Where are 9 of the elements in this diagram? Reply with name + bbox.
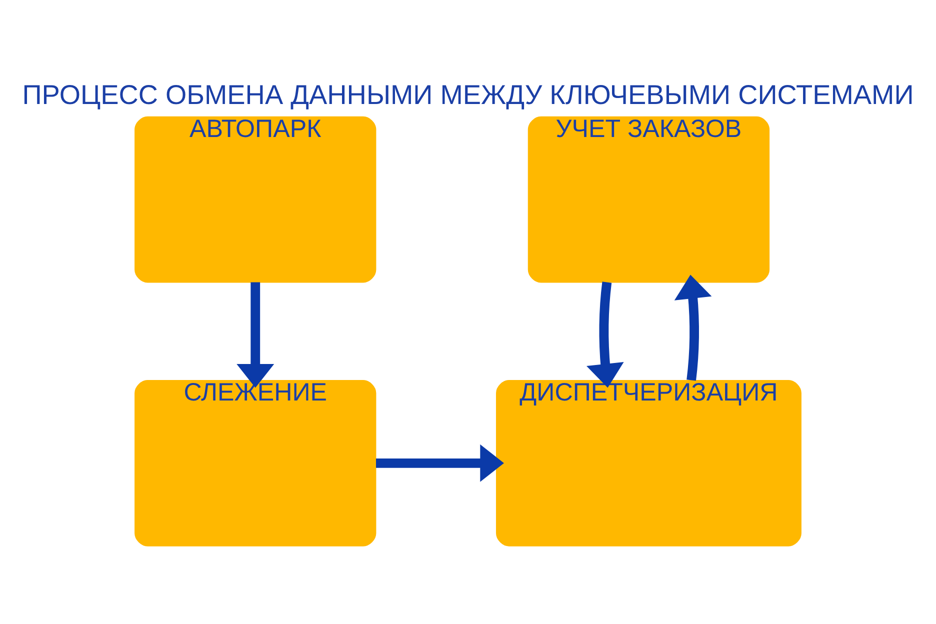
diagram-title: ПРОЦЕСС ОБМЕНА ДАННЫМИ МЕЖДУ КЛЮЧЕВЫМИ СИСТЕМАМИ bbox=[22, 79, 914, 110]
arrow bbox=[586, 282, 624, 388]
arrow bbox=[674, 274, 712, 381]
node-box: ДИСПЕТЧЕРИЗАЦИЯ bbox=[496, 380, 802, 546]
node-box: УЧЕТ ЗАКАЗОВ bbox=[528, 116, 770, 283]
arrow bbox=[236, 282, 274, 388]
node-box: АВТОПАРК bbox=[134, 116, 376, 283]
arrow bbox=[376, 444, 504, 482]
node-box: СЛЕЖЕНИЕ bbox=[134, 380, 376, 546]
